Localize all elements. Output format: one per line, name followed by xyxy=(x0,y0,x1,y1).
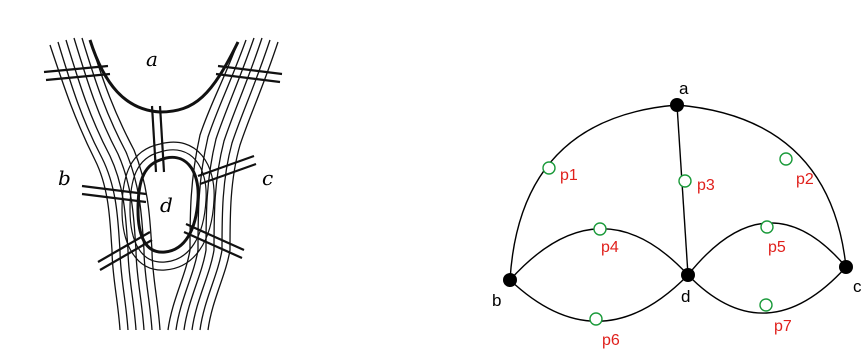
vertex-label-c: c xyxy=(853,277,862,296)
edge-a-d xyxy=(676,104,689,276)
bridge-marker-p7 xyxy=(759,298,773,312)
graph-edges xyxy=(509,104,847,322)
graph-vertices xyxy=(503,98,853,287)
bridge-marker-p5 xyxy=(760,220,774,234)
bridge-label-p3: p3 xyxy=(697,177,715,194)
bridge-label-p5: p5 xyxy=(768,239,786,256)
vertex-label-a: a xyxy=(679,79,689,98)
edge-a-b xyxy=(509,104,678,281)
bridge-marker-p2 xyxy=(779,152,793,166)
edge-a-c xyxy=(676,104,847,268)
bridge-label-p6: p6 xyxy=(602,332,620,349)
bridge-label-p2: p2 xyxy=(796,171,814,188)
vertex-d xyxy=(681,268,695,282)
bridge-markers xyxy=(542,152,793,326)
island-kneiphof xyxy=(121,141,215,271)
bridge-marker-p4 xyxy=(593,222,607,236)
vertex-a xyxy=(670,98,684,112)
bridge-label-p7: p7 xyxy=(774,318,792,335)
vertex-c xyxy=(839,260,853,274)
konigsberg-graph: a b c d p1 p2 p3 p4 p5 p6 p7 xyxy=(492,79,862,349)
bridge-marker-p3 xyxy=(678,174,692,188)
map-label-a: a xyxy=(146,47,158,71)
bridge-marker-p1 xyxy=(542,161,556,175)
map-label-b: b xyxy=(58,166,71,190)
map-label-d: d xyxy=(160,193,173,217)
bridge-marker-p6 xyxy=(589,312,603,326)
bridge-label-p1: p1 xyxy=(560,167,578,184)
edge-b-d-upper xyxy=(509,228,689,281)
edge-d-c-lower xyxy=(687,266,847,314)
vertex-label-b: b xyxy=(492,291,501,310)
vertex-label-d: d xyxy=(681,287,690,306)
bridges-engraving xyxy=(43,64,283,271)
vertex-b xyxy=(503,273,517,287)
konigsberg-map-illustration: a b c d xyxy=(43,37,283,331)
upper-bank-a xyxy=(88,39,240,114)
river-right-branch xyxy=(167,37,279,331)
bridge-label-p4: p4 xyxy=(601,239,619,256)
map-label-c: c xyxy=(262,166,273,190)
